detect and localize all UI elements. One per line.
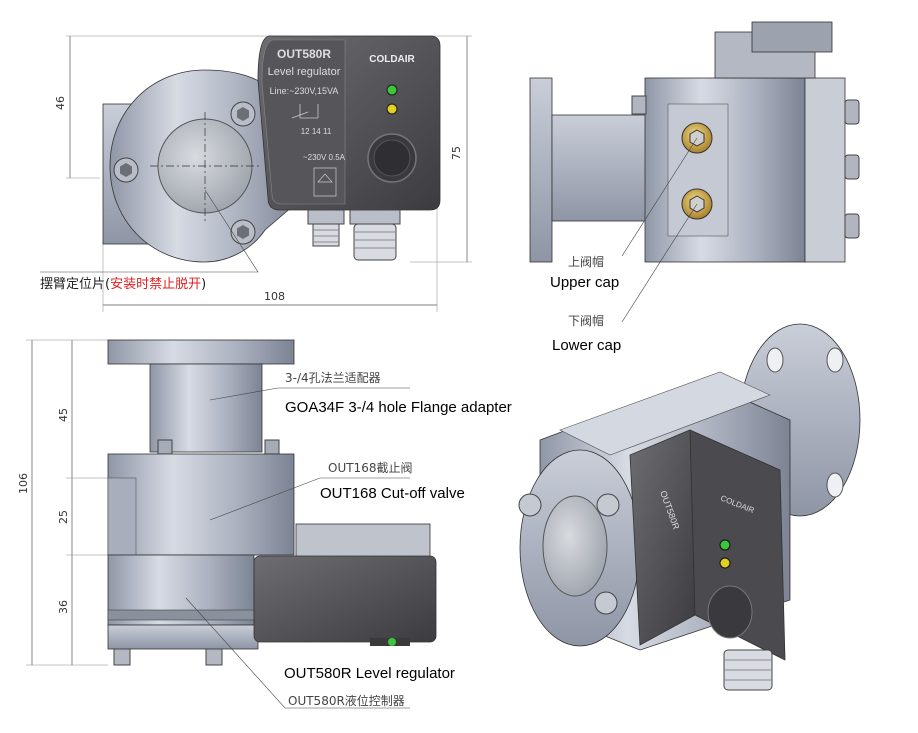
flange-en-label: GOA34F 3-/4 hole Flange adapter <box>285 399 512 416</box>
spec-label: Line:~230V,15VA <box>270 86 339 96</box>
base-plate <box>107 624 259 650</box>
name-label: Level regulator <box>268 66 341 78</box>
led-green-side-icon <box>388 638 396 646</box>
dim-label-45: 45 <box>57 408 70 422</box>
side-regulator <box>804 77 846 263</box>
dim-label-25: 25 <box>57 510 70 524</box>
iso-bolts <box>518 493 620 615</box>
iso-cable-gland <box>723 649 773 691</box>
iso-led-yellow-icon <box>719 557 731 569</box>
valve-symbol-icon <box>313 167 337 197</box>
upper-cap-en-label: Upper cap <box>550 274 619 291</box>
brand-label: COLDAIR <box>369 54 415 65</box>
lower-cap-cn-label: 下阀帽 <box>568 313 604 328</box>
side-bolts <box>631 95 860 239</box>
cable-gland-right <box>349 209 401 261</box>
bolt-left <box>113 157 139 183</box>
relay-symbol <box>291 104 319 119</box>
side-view: 上阀帽 Upper cap 下阀帽 Lower cap <box>529 21 860 354</box>
regulator-housing-side <box>253 555 437 643</box>
cutoff-en-label: OUT168 Cut-off valve <box>320 485 465 502</box>
cable-gland-left <box>307 209 345 247</box>
regulator-cable-gland <box>295 523 431 561</box>
iso-led-green-icon <box>719 539 731 551</box>
bolt-bottom <box>230 219 256 245</box>
cutoff-valve-body <box>107 453 295 556</box>
cutoff-cn-label: OUT168截止阀 <box>328 461 412 475</box>
elevation-view: 106 45 25 36 3-/4孔法兰适配器 GOA34F 3-/4 hole… <box>17 339 512 709</box>
regulator-en-label: OUT580R Level regulator <box>284 665 455 682</box>
swing-arm-callout: 摆臂定位片(安装时禁止脱开) <box>40 277 206 292</box>
dim-label-46: 46 <box>54 96 67 110</box>
model-label: OUT580R <box>277 47 331 61</box>
dim-label-36: 36 <box>57 600 70 614</box>
bolt-top <box>230 101 256 127</box>
label-panel <box>261 39 346 205</box>
pins-label: 12 14 11 <box>301 127 332 136</box>
upper-cap-cn-label: 上阀帽 <box>568 254 604 269</box>
dim-label-108: 108 <box>264 290 285 303</box>
regulator-cn-label: OUT580R液位控制器 <box>288 693 405 708</box>
isometric-view: OUT580R COLDAIR <box>518 323 861 691</box>
led-green-icon <box>386 84 398 96</box>
dim-label-106: 106 <box>17 473 30 494</box>
iso-push-button <box>707 585 753 639</box>
front-view: 46 75 108 OUT580R Level regulator Line:~… <box>40 35 472 312</box>
swing-arm-warning: 安装时禁止脱开 <box>110 277 201 292</box>
side-neck <box>551 114 653 222</box>
iso-regulator-label-face <box>629 429 696 646</box>
dim-label-75: 75 <box>450 146 463 160</box>
relay-rating-label: ~230V 0.5A <box>303 153 346 162</box>
iso-sight-glass <box>542 495 608 597</box>
flange-adapter-top <box>107 339 295 365</box>
lower-cap-en-label: Lower cap <box>552 337 621 354</box>
side-flange-plate <box>529 77 553 263</box>
flange-cn-label: 3-/4孔法兰适配器 <box>285 371 381 385</box>
led-yellow-icon <box>386 103 398 115</box>
flange-adapter-neck <box>149 363 263 453</box>
